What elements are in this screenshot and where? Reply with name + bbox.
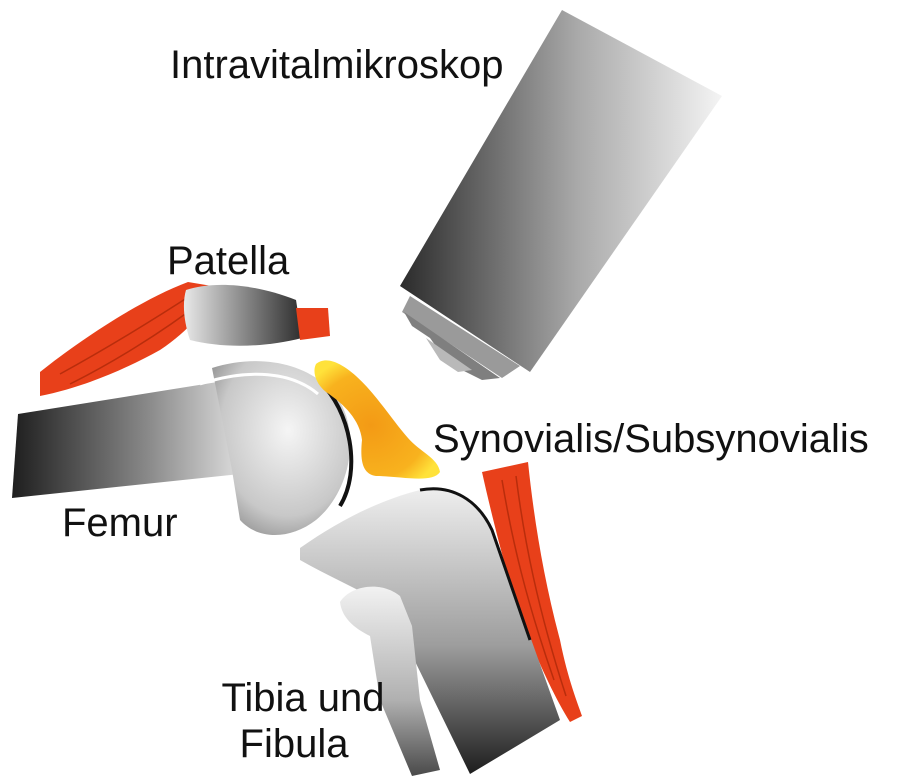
synovialis-label: Synovialis/Subsynovialis [433, 416, 869, 462]
patella-bone [184, 285, 302, 346]
patella-label: Patella [167, 238, 289, 284]
tibia-fibula-label: Tibia und Fibula [208, 675, 398, 767]
femur-shaft [12, 380, 240, 498]
microscope-label: Intravitalmikroskop [170, 42, 503, 88]
tibia-label-line2: Fibula [190, 721, 398, 767]
tibia-label-line1: Tibia und [208, 675, 398, 721]
patella-tendon [296, 308, 330, 340]
femur-label: Femur [62, 500, 178, 546]
